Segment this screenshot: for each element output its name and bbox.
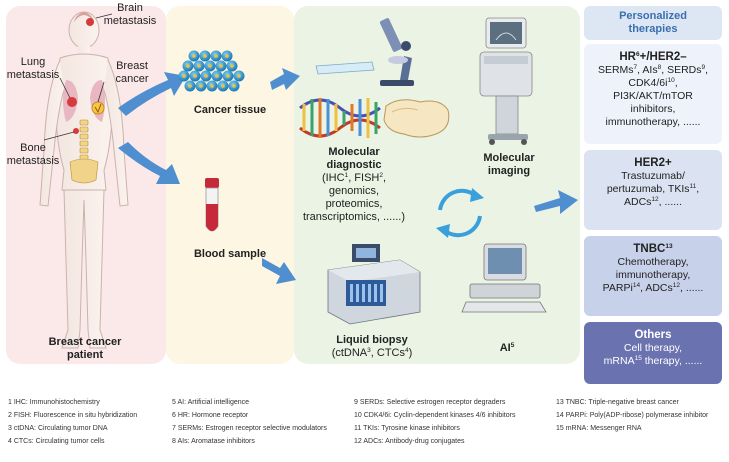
- computer-icon: [461, 243, 547, 313]
- footnote-11: 11 TKIs: Tyrosine kinase inhibitors: [354, 425, 460, 432]
- others-title: Others: [634, 329, 672, 341]
- tnbc-therapy-line-1: Chemotherapy,: [617, 256, 689, 268]
- patient-title: Breast cancer patient: [48, 336, 122, 361]
- ultrasound-machine-icon: [479, 17, 533, 145]
- lung-metastasis-label: Lung metastasis: [6, 56, 60, 81]
- cancer-tissue-label: Cancer tissue: [193, 104, 267, 116]
- her2-therapy-line-1: Trastuzumab/: [621, 170, 685, 182]
- tnbc-box: TNBC13 Chemotherapy, immunotherapy, PARP…: [584, 236, 722, 316]
- personalized-therapies-header: Personalized therapies: [584, 6, 722, 40]
- molecular-diagnostic-text: Molecular diagnostic (IHC1, FISH2, genom…: [298, 146, 410, 224]
- her2-therapy-line-3: ADCs12, ......: [624, 196, 682, 208]
- her2-title: HER2+: [634, 157, 672, 169]
- microscope-icon: [379, 18, 414, 86]
- molecular-diagnostic-methods-1: (IHC1, FISH2,: [321, 172, 387, 184]
- blood-tube-icon: [205, 178, 219, 232]
- footnote-8: 8 AIs: Aromatase inhibitors: [172, 438, 255, 445]
- hr-her2-title: HR6+/HER2–: [619, 51, 687, 63]
- her2-positive-box: HER2+ Trastuzumab/ pertuzumab, TKIs11, A…: [584, 150, 722, 230]
- hr-her2-negative-box: HR6+/HER2– SERMs7, AIs8, SERDs9, CDK4/6i…: [584, 44, 722, 144]
- hr-therapy-line-2: CDK4/6i10,: [628, 77, 678, 89]
- hr-therapy-line-3: PI3K/AKT/mTOR: [613, 90, 693, 102]
- footnote-13: 13 TNBC: Triple-negative breast cancer: [556, 399, 679, 406]
- molecular-diagnostic-methods-2: genomics,: [328, 185, 380, 197]
- footnote-4: 4 CTCs: Circulating tumor cells: [8, 438, 105, 445]
- molecular-diagnostic-methods-4: transcriptomics, ......): [302, 211, 406, 223]
- bone-metastasis-label: Bone metastasis: [6, 142, 60, 167]
- microscope-slide-icon: [315, 61, 375, 75]
- blood-sample-label: Blood sample: [193, 248, 267, 260]
- footnote-3: 3 ctDNA: Circulating tumor DNA: [8, 425, 108, 432]
- molecular-diagnostic-methods-3: proteomics,: [325, 198, 383, 210]
- brain-metastasis-label: Brain metastasis: [103, 2, 157, 27]
- tnbc-therapy-line-2: immunotherapy,: [615, 269, 691, 281]
- tnbc-title: TNBC13: [633, 243, 673, 255]
- dna-helix-icon: [299, 98, 381, 138]
- molecular-diagnostic-title: Molecular diagnostic: [326, 146, 382, 171]
- liquid-biopsy-text: Liquid biopsy (ctDNA3, CTCs4): [312, 334, 432, 360]
- footnote-5: 5 AI: Artificial intelligence: [172, 399, 250, 406]
- others-therapy-line-1: Cell therapy,: [623, 342, 683, 354]
- footnote-12: 12 ADCs: Antibody-drug conjugates: [354, 438, 465, 445]
- hr-therapy-line-4: inhibitors,: [630, 103, 676, 115]
- ai-label: AI5: [499, 342, 515, 354]
- liquid-biopsy-analyzer-icon: [327, 244, 421, 325]
- hr-therapy-line-5: immunotherapy, ......: [605, 116, 701, 128]
- her2-therapy-line-2: pertuzumab, TKIs11,: [606, 183, 700, 195]
- footnote-14: 14 PARPi: Poly(ADP-ribose) polymerase in…: [556, 412, 709, 419]
- breast-cancer-label: Breast cancer: [115, 60, 149, 85]
- others-box: Others Cell therapy, mRNA15 therapy, ...…: [584, 322, 722, 384]
- footnote-9: 9 SERDs: Selective estrogen receptor deg…: [354, 399, 506, 406]
- others-therapy-line-2: mRNA15 therapy, ......: [603, 355, 703, 367]
- footnote-10: 10 CDK4/6i: Cyclin-dependent kinases 4/6…: [354, 412, 516, 419]
- tnbc-therapy-line-3: PARPi14, ADCs12, ......: [602, 282, 704, 294]
- hr-therapy-line-1: SERMs7, AIs8, SERDs9,: [597, 64, 709, 76]
- liquid-biopsy-title: Liquid biopsy: [336, 334, 408, 346]
- tissue-sample-icon: [383, 99, 450, 138]
- footnote-1: 1 IHC: Immunohistochemistry: [8, 399, 100, 406]
- cell-cluster-icon: [178, 50, 245, 92]
- molecular-imaging-label: Molecular imaging: [483, 152, 535, 177]
- liquid-biopsy-markers: (ctDNA3, CTCs4): [331, 347, 413, 359]
- footnote-2: 2 FISH: Fluorescence in situ hybridizati…: [8, 412, 138, 419]
- human-body-icon: [39, 11, 129, 349]
- footnote-15: 15 mRNA: Messenger RNA: [556, 425, 642, 432]
- footnote-6: 6 HR: Hormone receptor: [172, 412, 249, 419]
- footnote-7: 7 SERMs: Estrogen receptor selective mod…: [172, 425, 327, 432]
